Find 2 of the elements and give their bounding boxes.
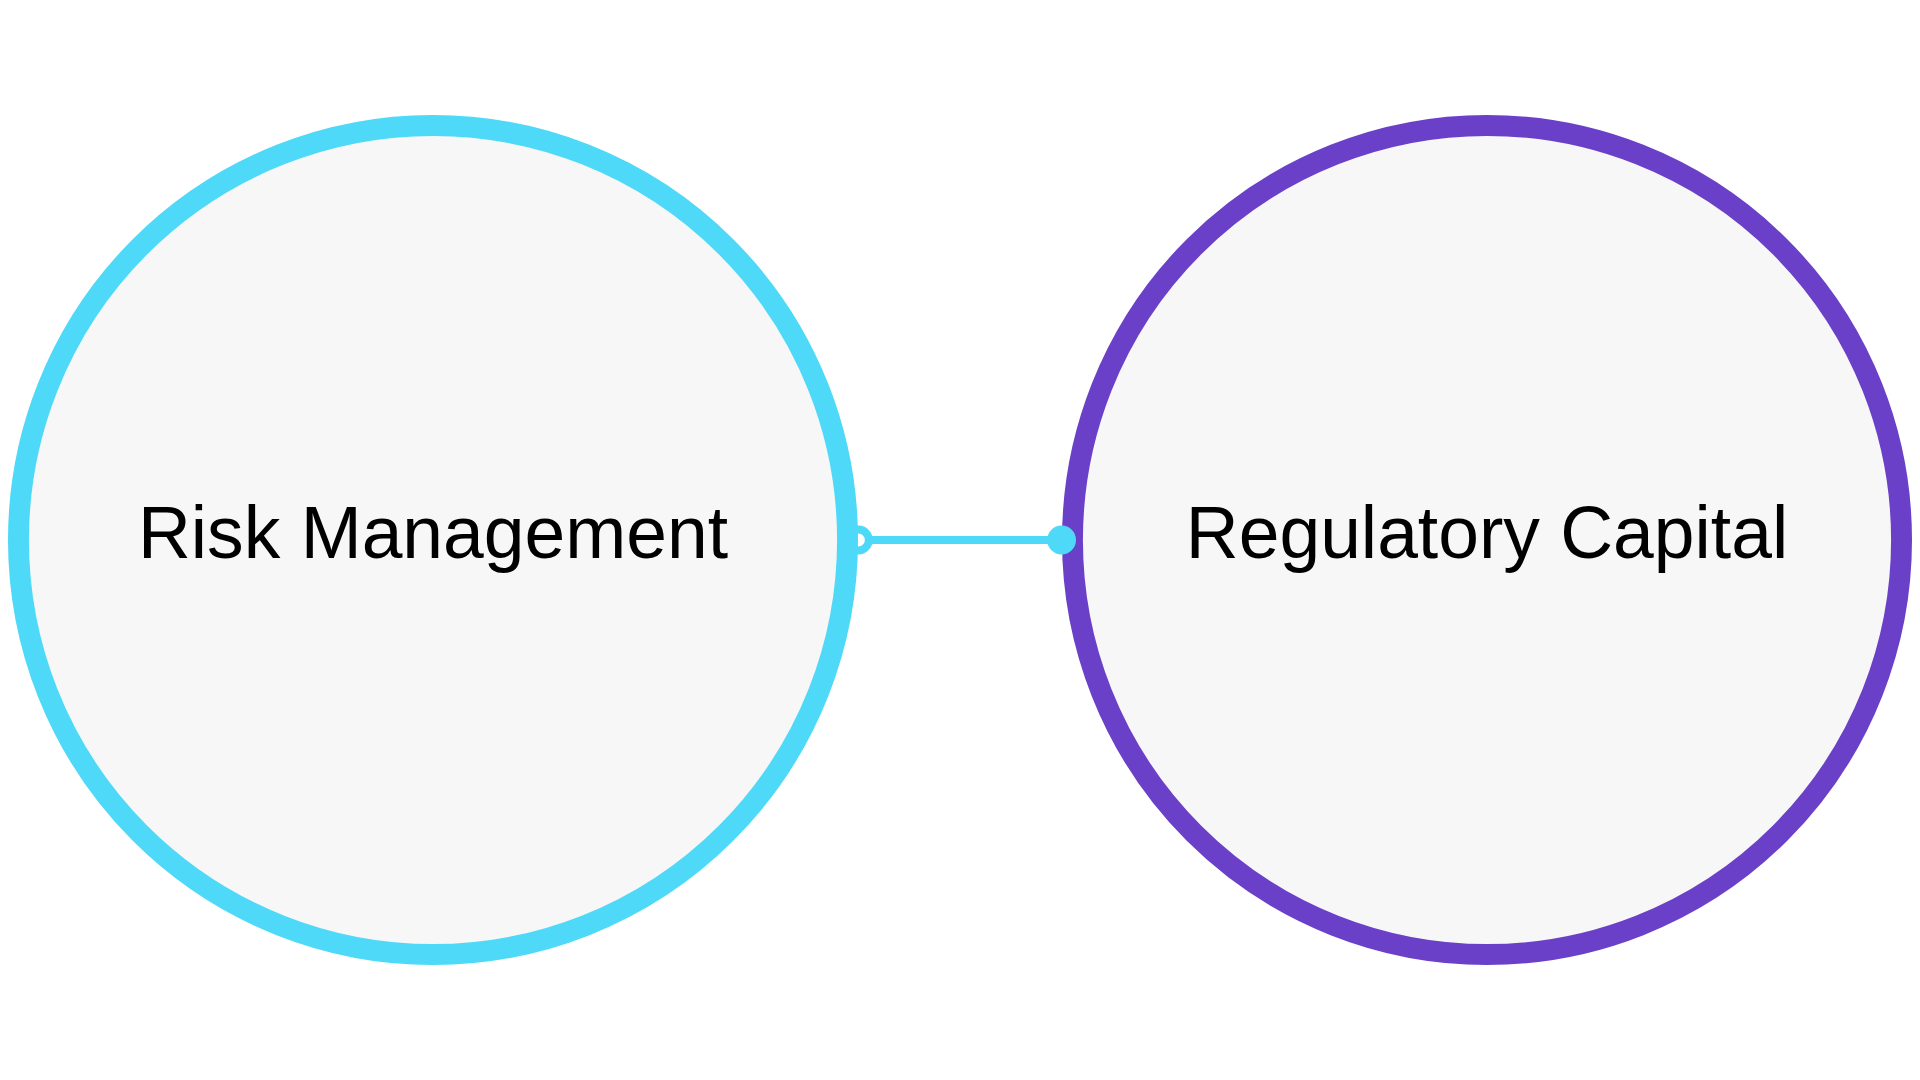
node-circle: Risk Management [8, 115, 858, 965]
node-circle: Regulatory Capital [1062, 115, 1912, 965]
